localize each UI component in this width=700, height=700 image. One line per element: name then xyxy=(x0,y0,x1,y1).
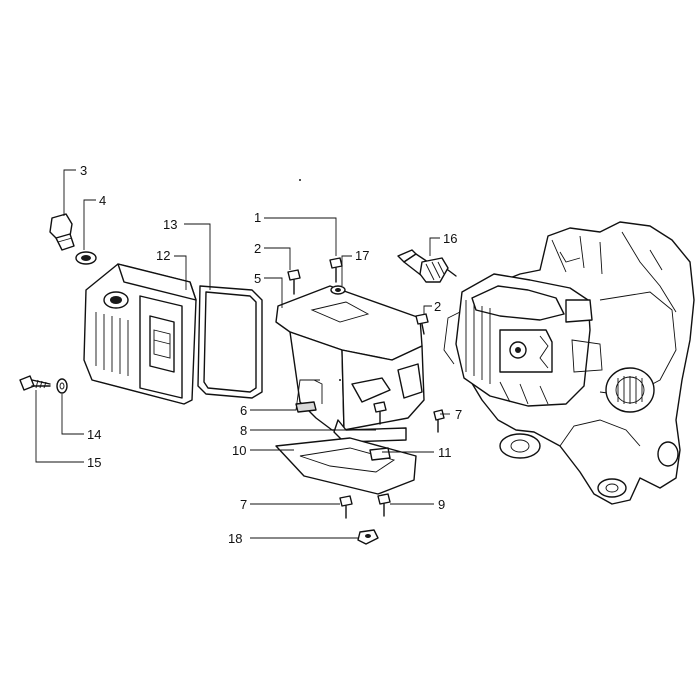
oil-filler-plug xyxy=(49,213,75,251)
screw-7b xyxy=(339,495,353,519)
callout-2-right: 2 xyxy=(434,299,441,314)
callout-11: 11 xyxy=(438,445,452,460)
callout-labels: 3 4 13 12 1 2 5 17 16 2 6 8 7 10 11 7 9 … xyxy=(80,163,462,546)
callout-2-upper: 2 xyxy=(254,241,261,256)
callout-12: 15 xyxy=(87,455,101,470)
screw-9 xyxy=(377,493,391,517)
callout-18: 18 xyxy=(228,531,242,546)
cover-gasket xyxy=(197,285,263,399)
leader-lines xyxy=(35,169,450,539)
callout-5: 5 xyxy=(254,271,261,286)
screw-2a xyxy=(287,269,301,295)
callout-7-right: 7 xyxy=(455,407,462,422)
cylinder-head xyxy=(443,273,603,407)
callout-4: 4 xyxy=(99,193,106,208)
screw-7a xyxy=(433,409,445,433)
bottom-plate xyxy=(275,437,417,495)
callout-1: 1 xyxy=(254,210,261,225)
washer-17 xyxy=(330,285,346,295)
screw-8 xyxy=(373,401,387,425)
callout-14: 12 xyxy=(156,248,170,263)
callout-8: 8 xyxy=(240,423,247,438)
callout-7-lower: 7 xyxy=(240,497,247,512)
clip-6 xyxy=(295,401,317,413)
air-deflector xyxy=(275,285,425,443)
nut-18 xyxy=(357,529,379,545)
print-dot xyxy=(299,179,301,181)
screw-washer xyxy=(56,378,68,394)
callout-17: 17 xyxy=(355,248,369,263)
callout-16: 16 xyxy=(443,231,457,246)
screw-1 xyxy=(329,257,343,283)
head-cover xyxy=(83,263,197,405)
callout-15: 13 xyxy=(163,217,177,232)
callout-13: 14 xyxy=(87,427,101,442)
cover-screw xyxy=(19,375,51,391)
callout-10: 10 xyxy=(232,443,246,458)
callout-6: 6 xyxy=(240,403,247,418)
spark-plug xyxy=(397,249,457,283)
print-dot xyxy=(339,379,341,381)
screw-2b xyxy=(415,313,429,335)
callout-9: 9 xyxy=(438,497,445,512)
callout-3: 3 xyxy=(80,163,87,178)
sealing-washer xyxy=(75,251,97,265)
